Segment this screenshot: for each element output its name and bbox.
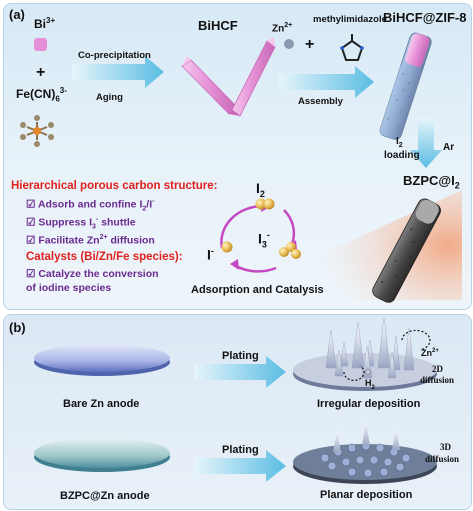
feature-catalyze-line1: ☑ Catalyze the conversion (26, 268, 159, 280)
diffusion-2d-label-2: diffusion (420, 375, 455, 385)
bihcf-crystal-right (231, 37, 276, 117)
loading-label: loading (384, 150, 420, 161)
bihcf-zif8-rod (379, 32, 432, 140)
co-precipitation-arrow (72, 56, 164, 88)
methylimidazole-label: methylimidazole (313, 14, 387, 25)
plating-arrow-2 (194, 450, 286, 482)
bzpc-i2-rod (372, 198, 441, 303)
iodine-cycle (220, 198, 301, 273)
assembly-label: Assembly (298, 96, 343, 107)
aging-label: Aging (96, 92, 123, 103)
h2-label: H2 (365, 378, 375, 391)
diffusion-3d-label-1: 3D (440, 442, 451, 452)
planar-deposition-label: Planar deposition (320, 489, 413, 501)
triiodide-ion-icon (279, 247, 289, 257)
panel-b-label: (b) (9, 320, 26, 335)
zn2-diffusion-ion-label: Zn2+ (421, 348, 439, 358)
plating-label-1: Plating (222, 350, 259, 362)
zn-ion-icon (284, 39, 294, 49)
hierarchical-title: Hierarchical porous carbon structure: (11, 180, 218, 192)
cycle-arc-left (220, 204, 263, 249)
feature-catalyze-line2: of iodine species (26, 282, 112, 294)
feature-facilitate: ☑ Facilitate Zn2+ diffusion (26, 234, 155, 247)
cycle-arc-bottom (235, 264, 277, 273)
planar-deposition-disc (293, 420, 437, 484)
cycle-triiodide-label: I3- (258, 230, 270, 250)
diffusion-2d-label-1: 2D (432, 364, 443, 374)
ferricyanide-complex-icon (20, 115, 54, 147)
iodide-ion-icon (221, 241, 233, 253)
bzpc-i2-label: BZPC@I2 (403, 173, 460, 191)
ferricyanide-label: Fe(CN)63- (16, 86, 67, 104)
bihcf-label: BiHCF (198, 18, 238, 33)
bihcf-zif8-label: BiHCF@ZIF-8 (383, 10, 467, 25)
plus-sign-1: + (36, 64, 46, 81)
feature-suppress: ☑ Suppress I3- shuttle (26, 216, 136, 231)
panel-a-label: (a) (9, 7, 25, 22)
plating-arrow-1 (194, 356, 286, 388)
bare-zn-disc (34, 344, 170, 376)
ar-label: Ar (443, 142, 455, 153)
iodine-loading-arrow (410, 118, 442, 168)
bihcf-crystal-left (181, 56, 240, 116)
plating-label-2: Plating (222, 444, 259, 456)
adsorption-catalysis-label: Adsorption and Catalysis (191, 284, 324, 296)
i2-label: I2 (396, 136, 403, 149)
bi-ion-icon (34, 38, 47, 51)
co-precipitation-label: Co-precipitation (78, 50, 151, 61)
cycle-iodide-label: I- (207, 246, 214, 263)
cycle-arc-right (283, 209, 296, 245)
methylimidazole-icon (340, 34, 364, 61)
irregular-deposition-disc (293, 317, 437, 391)
cycle-i2-label: I2 (256, 180, 265, 199)
bzpc-zn-label: BZPC@Zn anode (60, 490, 150, 502)
zn-ion-label: Zn2+ (272, 22, 293, 35)
irregular-deposition-label: Irregular deposition (317, 398, 421, 410)
bare-zn-label: Bare Zn anode (63, 398, 140, 410)
bzpc-zn-disc (34, 438, 170, 472)
diffusion-3d-label-2: diffusion (425, 454, 460, 464)
feature-adsorb: ☑ Adsorb and confine I2/I- (26, 198, 155, 213)
plus-sign-2: + (305, 36, 315, 53)
bi-ion-label: Bi3+ (34, 16, 56, 31)
assembly-arrow (279, 66, 374, 98)
iodine-molecule-icon (255, 198, 267, 210)
catalysts-title: Catalysts (Bi/Zn/Fe species): (26, 251, 183, 263)
